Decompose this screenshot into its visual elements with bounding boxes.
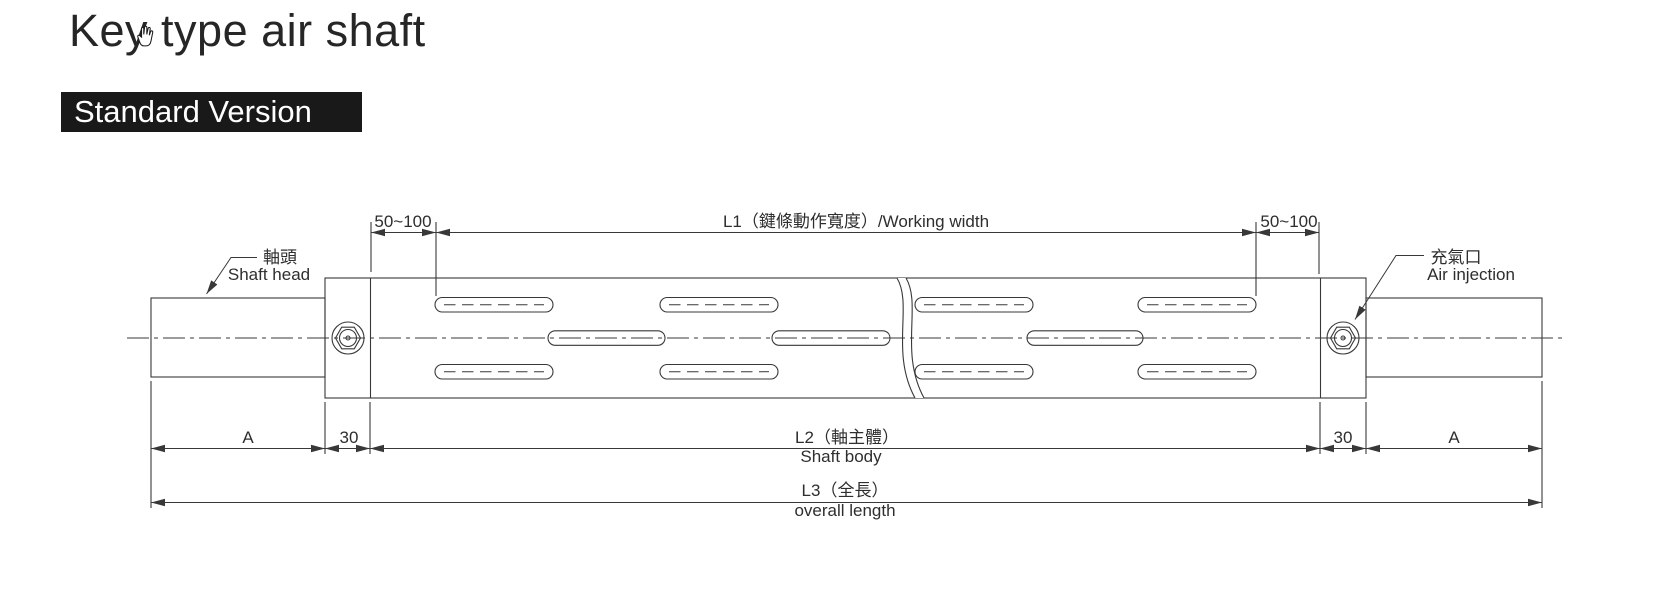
dim-shaft-body-zh: L2（軸主體） bbox=[795, 428, 899, 447]
key-slots-bottom-row bbox=[434, 363, 1257, 380]
dim-edge-margin-right: 50~100 bbox=[1260, 212, 1317, 231]
page-title: Key type air shaft bbox=[69, 5, 426, 56]
callout-shaft-head-zh: 軸頭 bbox=[263, 248, 297, 267]
callout-air-injection-zh: 充氣口 bbox=[1431, 248, 1482, 267]
shaft-head-leader bbox=[206, 257, 257, 295]
dim-shaft-body-en: Shaft body bbox=[800, 447, 882, 466]
bottom-dimension-lines bbox=[151, 444, 1542, 507]
dim-30-left: 30 bbox=[340, 428, 359, 447]
dim-30-right: 30 bbox=[1334, 428, 1353, 447]
dim-edge-margin-left: 50~100 bbox=[374, 212, 431, 231]
dim-overall-length-en: overall length bbox=[794, 501, 895, 520]
dim-a-left: A bbox=[242, 428, 254, 447]
air-valve-left bbox=[331, 321, 365, 355]
dim-a-right: A bbox=[1448, 428, 1460, 447]
key-slots-top-row bbox=[434, 296, 1257, 313]
air-injection-leader bbox=[1354, 255, 1424, 320]
dim-working-width: L1（鍵條動作寬度）/Working width bbox=[723, 212, 989, 231]
top-extension-lines bbox=[370, 222, 1320, 296]
callout-shaft-head-en: Shaft head bbox=[228, 265, 310, 284]
air-valve-right bbox=[1326, 321, 1360, 355]
dim-overall-length-zh: L3（全長） bbox=[802, 481, 889, 500]
hand-cursor-icon bbox=[134, 24, 156, 48]
callout-air-injection-en: Air injection bbox=[1427, 265, 1515, 284]
standard-version-banner: Standard Version bbox=[61, 92, 362, 132]
